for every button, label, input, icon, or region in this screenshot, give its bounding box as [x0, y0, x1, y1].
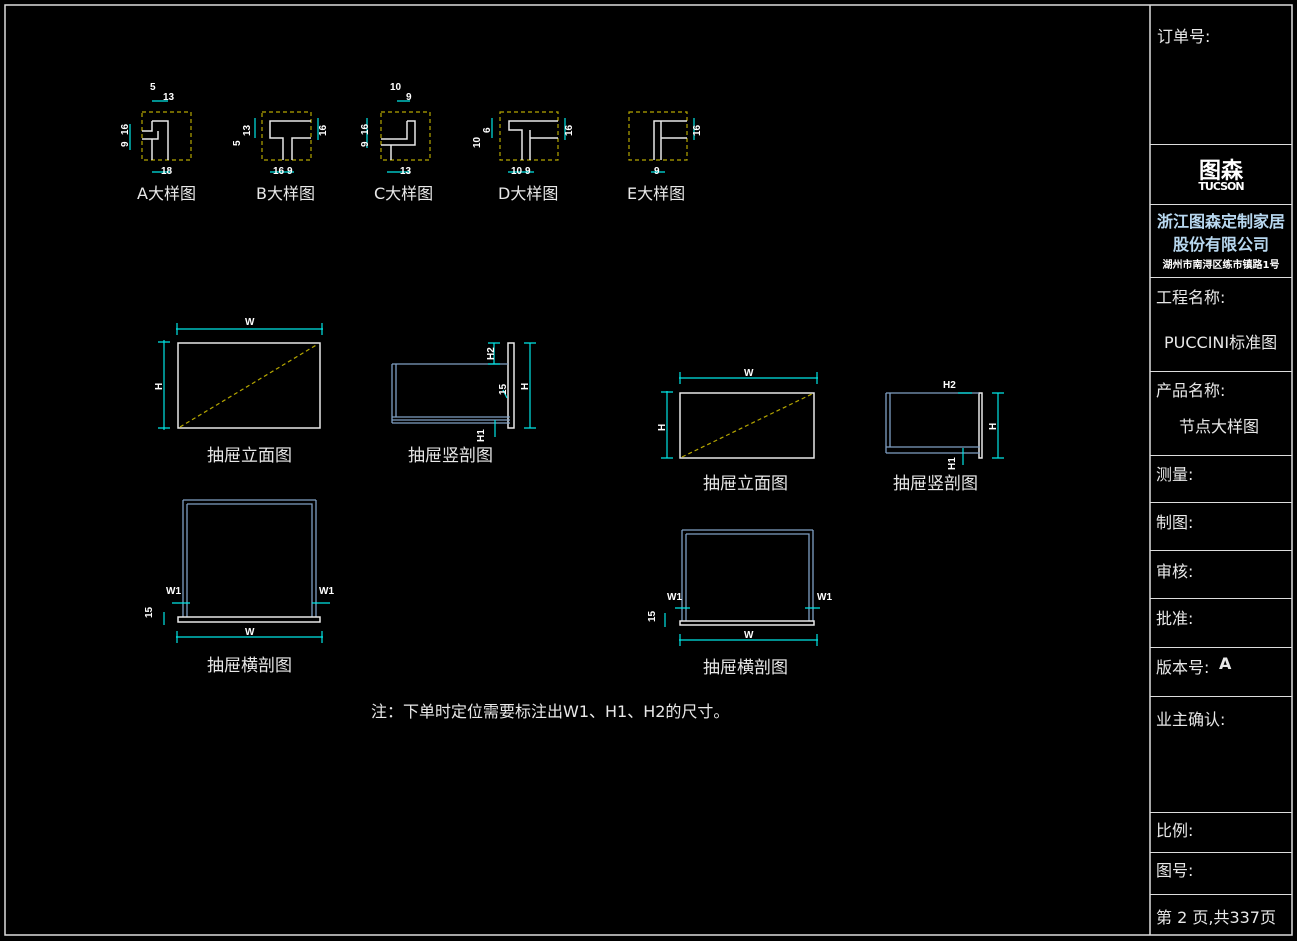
svg-text:9: 9 [360, 141, 371, 147]
svg-text:18: 18 [161, 166, 173, 177]
svg-text:5: 5 [232, 140, 243, 146]
svg-text:B大样图: B大样图 [256, 184, 315, 203]
svg-text:9: 9 [120, 141, 131, 147]
svg-text:W: W [245, 627, 255, 638]
project-cell: 工程名称:PUCCINI标准图 [1150, 278, 1292, 372]
measure-cell: 测量: [1150, 456, 1292, 503]
svg-text:16: 16 [318, 124, 329, 136]
svg-text:10: 10 [390, 82, 402, 93]
svg-text:16: 16 [360, 123, 371, 135]
svg-text:9: 9 [525, 166, 531, 177]
svg-text:抽屉竖剖图: 抽屉竖剖图 [408, 446, 493, 466]
owner-confirm-cell: 业主确认: [1150, 697, 1292, 813]
svg-text:9: 9 [287, 166, 293, 177]
svg-text:15: 15 [647, 610, 658, 622]
review-cell: 审核: [1150, 551, 1292, 599]
svg-text:抽屉立面图: 抽屉立面图 [703, 474, 788, 494]
elevation-view-2: W H 抽屉立面图 [657, 368, 818, 494]
svg-text:H1: H1 [947, 457, 958, 470]
svg-text:抽屉立面图: 抽屉立面图 [207, 446, 292, 466]
horizontal-section-view-2: W W1 W1 15 抽屉横剖图 [647, 529, 832, 678]
svg-text:W: W [744, 368, 754, 379]
svg-text:H: H [154, 383, 165, 390]
drawn-cell: 制图: [1150, 503, 1292, 551]
note-text: 注：下单时定位需要标注出W1、H1、H2的尺寸。 [371, 702, 729, 721]
svg-text:W1: W1 [166, 586, 181, 597]
svg-text:抽屉竖剖图: 抽屉竖剖图 [893, 474, 978, 494]
detail-e: 16 9 E大样图 [627, 111, 703, 203]
svg-text:抽屉横剖图: 抽屉横剖图 [207, 656, 292, 676]
vertical-section-view-1: H2 15 H H1 抽屉竖剖图 [391, 342, 536, 466]
svg-text:H: H [988, 423, 999, 430]
detail-a: 5 13 9 16 18 A大样图 [120, 82, 196, 203]
svg-text:16: 16 [273, 166, 285, 177]
svg-text:6: 6 [482, 127, 493, 133]
svg-text:H2: H2 [943, 380, 956, 391]
order-no-cell: 订单号: [1150, 5, 1292, 145]
svg-text:D大样图: D大样图 [498, 184, 558, 203]
svg-text:10: 10 [472, 136, 483, 148]
svg-text:抽屉横剖图: 抽屉横剖图 [703, 658, 788, 678]
svg-text:W1: W1 [319, 586, 334, 597]
detail-b: 13 5 16 16 9 B大样图 [232, 111, 329, 203]
vertical-section-view-2: H2 H H1 抽屉竖剖图 [885, 380, 1004, 494]
svg-text:16: 16 [564, 124, 575, 136]
drawing-no-cell: 图号: [1150, 853, 1292, 895]
svg-text:E大样图: E大样图 [627, 184, 685, 203]
svg-text:5: 5 [150, 82, 156, 93]
elevation-view-1: W H 抽屉立面图 [154, 317, 323, 466]
svg-text:H: H [520, 383, 531, 390]
svg-text:9: 9 [406, 92, 412, 103]
svg-text:W1: W1 [817, 592, 832, 603]
scale-cell: 比例: [1150, 813, 1292, 853]
svg-text:13: 13 [242, 124, 253, 136]
svg-text:C大样图: C大样图 [374, 184, 433, 203]
svg-text:W: W [744, 630, 754, 641]
svg-text:H1: H1 [476, 429, 487, 442]
detail-d: 6 10 16 10 9 D大样图 [472, 111, 575, 203]
horizontal-section-view-1: W W1 W1 15 抽屉横剖图 [144, 499, 334, 676]
logo-cell: 图森 TUCSON [1150, 145, 1292, 205]
svg-text:W1: W1 [667, 592, 682, 603]
svg-text:A大样图: A大样图 [137, 184, 196, 203]
svg-text:15: 15 [498, 383, 509, 395]
svg-text:16: 16 [692, 124, 703, 136]
svg-text:10: 10 [511, 166, 523, 177]
approve-cell: 批准: [1150, 599, 1292, 648]
svg-text:W: W [245, 317, 255, 328]
svg-text:13: 13 [400, 166, 412, 177]
svg-text:H: H [657, 424, 668, 431]
svg-text:16: 16 [120, 123, 131, 135]
svg-text:15: 15 [144, 606, 155, 618]
company-cell: 浙江图森定制家居 股份有限公司 湖州市南浔区练市镇路1号 [1150, 205, 1292, 278]
detail-c: 10 9 9 16 13 C大样图 [360, 82, 433, 203]
product-cell: 产品名称:节点大样图 [1150, 372, 1292, 456]
sheet-border [4, 4, 1293, 936]
svg-text:H2: H2 [486, 347, 497, 360]
page-cell: 第 2 页,共337页 [1156, 908, 1276, 927]
svg-text:13: 13 [163, 92, 175, 103]
svg-text:9: 9 [654, 166, 660, 177]
version-cell: 版本号:A [1150, 648, 1292, 697]
